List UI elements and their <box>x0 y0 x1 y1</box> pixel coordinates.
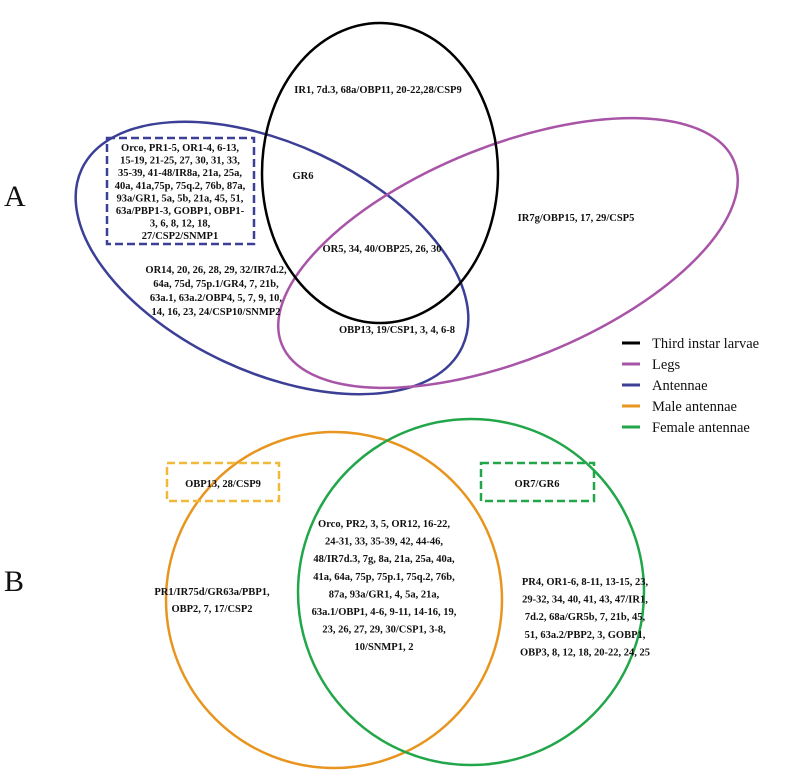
region-female-boxed: OR7/GR6 <box>515 479 560 490</box>
region-shared-line: 10/SNMP1, 2 <box>355 642 414 653</box>
region-female-only: PR4, OR1-6, 8-11, 13-15, 23, 29-32, 34, 4… <box>520 577 650 658</box>
region-antennae-boxed-line: Orco, PR1-5, OR1-4, 6-13, <box>121 143 239 154</box>
region-antennae-legs: OBP13, 19/CSP1, 3, 4, 6-8 <box>339 325 455 336</box>
region-antennae-boxed-line: 40a, 41a,75p, 75q.2, 76b, 87a, <box>115 181 246 192</box>
region-all-three-line: OR5, 34, 40/OBP25, 26, 30 <box>322 244 441 255</box>
region-female-boxed-line: OR7/GR6 <box>515 479 560 490</box>
region-antennae-legs-line: OBP13, 19/CSP1, 3, 4, 6-8 <box>339 325 455 336</box>
region-shared-line: 63a.1/OBP1, 4-6, 9-11, 14-16, 19, <box>312 607 457 618</box>
region-male-boxed: OBP13, 28/CSP9 <box>185 479 261 490</box>
region-antennae-only-line: 64a, 75d, 75p.1/GR4, 7, 21b, <box>153 279 279 290</box>
region-antennae-boxed: Orco, PR1-5, OR1-4, 6-13, 15-19, 21-25, 2… <box>115 143 246 242</box>
region-shared: Orco, PR2, 3, 5, OR12, 16-22, 24-31, 33, … <box>312 519 457 653</box>
region-antennae-only-line: OR14, 20, 26, 28, 29, 32/IR7d.2, <box>145 265 287 276</box>
legend-label-larvae: Third instar larvae <box>652 336 759 352</box>
panel-b-letter: B <box>4 565 24 598</box>
region-female-only-line: 29-32, 34, 40, 41, 43, 47/IR1, <box>522 595 648 606</box>
region-larvae-only-line: IR1, 7d.3, 68a/OBP11, 20-22,28/CSP9 <box>294 85 461 96</box>
female-dashed-box <box>479 461 596 503</box>
region-antennae-boxed-line: 35-39, 41-48/IR8a, 21a, 25a, <box>118 168 242 179</box>
region-male-only: PR1/IR75d/GR63a/PBP1, OBP2, 7, 17/CSP2 <box>154 587 270 615</box>
region-shared-line: 41a, 64a, 75p, 75p.1, 75q.2, 76b, <box>313 572 455 583</box>
region-antennae-boxed-line: 15-19, 21-25, 27, 30, 31, 33, <box>120 156 240 167</box>
region-larvae-antennae: GR6 <box>293 171 314 182</box>
region-antennae-only-line: 63a.1, 63a.2/OBP4, 5, 7, 9, 10, <box>150 293 283 304</box>
legend-label-legs: Legs <box>652 357 681 373</box>
region-antennae-only-line: 14, 16, 23, 24/CSP10/SNMP2 <box>152 307 281 318</box>
legend: Third instar larvae Legs Antennae Male a… <box>622 336 759 436</box>
region-male-only-line: OBP2, 7, 17/CSP2 <box>171 604 252 615</box>
female-antennae-circle <box>296 417 646 767</box>
region-shared-line: 23, 26, 27, 29, 30/CSP1, 3-8, <box>322 625 446 636</box>
legend-label-male: Male antennae <box>652 399 737 415</box>
region-male-only-line: PR1/IR75d/GR63a/PBP1, <box>154 587 270 598</box>
region-shared-line: 48/IR7d.3, 7g, 8a, 21a, 25a, 40a, <box>313 554 455 565</box>
region-legs-only: IR7g/OBP15, 17, 29/CSP5 <box>518 213 635 224</box>
region-antennae-boxed-line: 93a/GR1, 5a, 5b, 21a, 45, 51, <box>117 193 244 204</box>
larvae-ellipse <box>260 21 500 325</box>
region-shared-line: Orco, PR2, 3, 5, OR12, 16-22, <box>318 519 450 530</box>
legend-label-antennae: Antennae <box>652 378 708 394</box>
legs-ellipse <box>276 116 740 390</box>
region-male-boxed-line: OBP13, 28/CSP9 <box>185 479 261 490</box>
region-all-three: OR5, 34, 40/OBP25, 26, 30 <box>322 244 441 255</box>
region-larvae-antennae-line: GR6 <box>293 171 314 182</box>
region-shared-line: 24-31, 33, 35-39, 42, 44-46, <box>325 537 443 548</box>
antennae-ellipse <box>74 120 470 396</box>
region-female-only-line: 51, 63a.2/PBP2, 3, GOBP1, <box>525 630 646 641</box>
antennae-dashed-box <box>105 136 256 246</box>
region-legs-only-line: IR7g/OBP15, 17, 29/CSP5 <box>518 213 635 224</box>
region-female-only-line: 7d.2, 68a/GR5b, 7, 21b, 45, <box>525 612 646 623</box>
region-female-only-line: OBP3, 8, 12, 18, 20-22, 24, 25 <box>520 647 650 658</box>
region-antennae-boxed-line: 27/CSP2/SNMP1 <box>142 231 218 242</box>
panel-a-letter: A <box>4 180 26 213</box>
region-shared-line: 87a, 93a/GR1, 4, 5a, 21a, <box>329 589 440 600</box>
region-female-only-line: PR4, OR1-6, 8-11, 13-15, 23, <box>522 577 649 588</box>
region-antennae-only: OR14, 20, 26, 28, 29, 32/IR7d.2, 64a, 75d… <box>145 265 287 318</box>
region-antennae-boxed-line: 63a/PBP1-3, GOBP1, OBP1- <box>116 206 245 217</box>
region-larvae-only: IR1, 7d.3, 68a/OBP11, 20-22,28/CSP9 <box>294 85 461 96</box>
region-antennae-boxed-line: 3, 6, 8, 12, 18, <box>150 219 211 230</box>
male-antennae-circle <box>164 430 504 770</box>
legend-label-female: Female antennae <box>652 420 750 436</box>
male-dashed-box <box>165 461 281 503</box>
